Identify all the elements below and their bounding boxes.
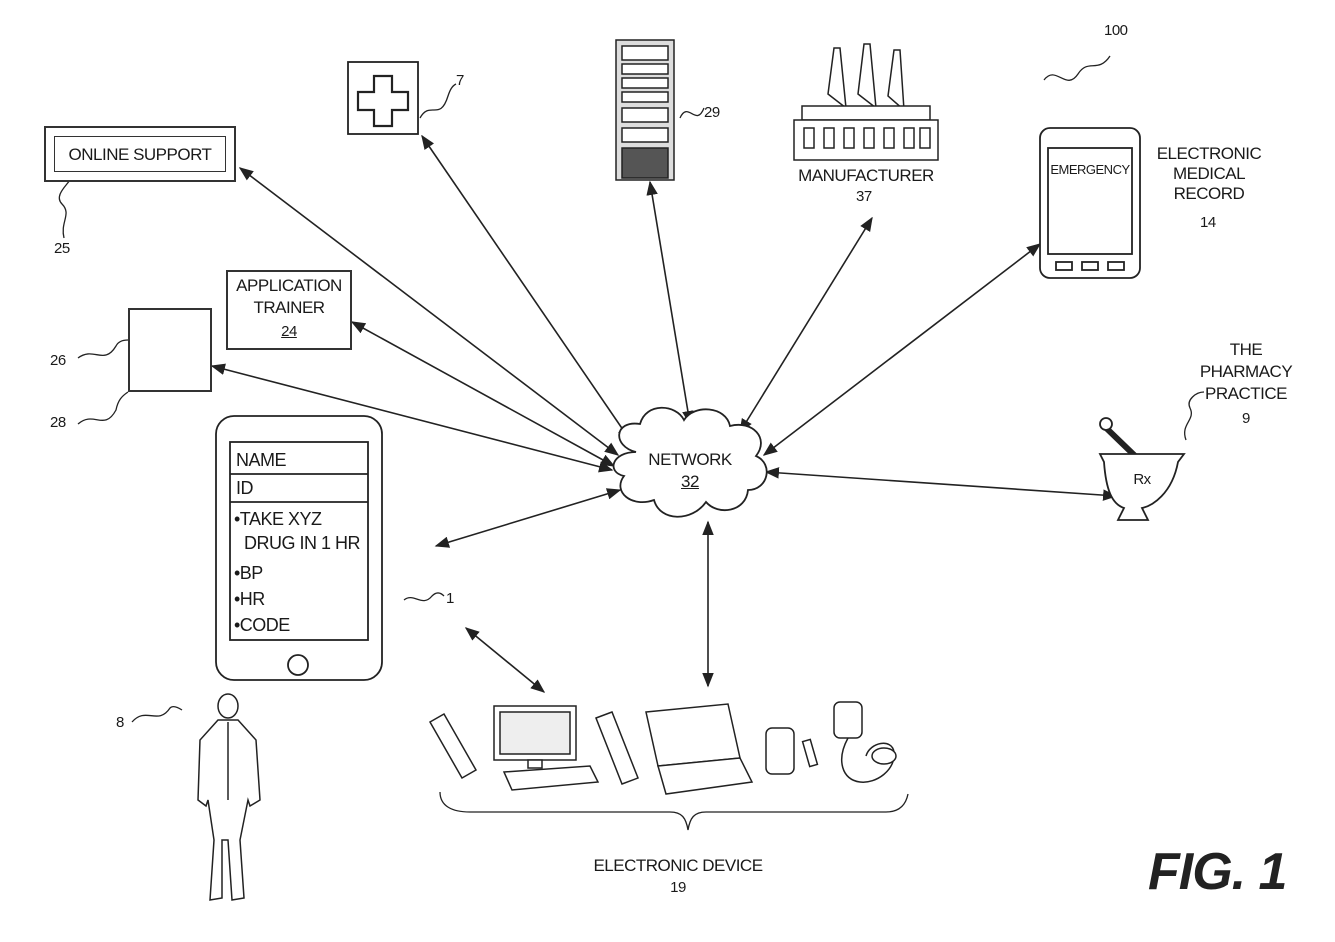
leader-7	[420, 84, 456, 118]
ref-26: 26	[50, 352, 66, 369]
ref-19: 19	[578, 878, 778, 897]
device-box-26-28	[128, 308, 212, 392]
pharmacy-line-1: THE	[1196, 340, 1296, 359]
ref-14: 14	[1200, 214, 1216, 231]
emr-screen-text: EMERGENCY	[1048, 160, 1132, 179]
leader-100	[1044, 56, 1110, 80]
electronic-device-label: ELECTRONIC DEVICE	[578, 856, 778, 875]
person-figure	[198, 694, 260, 900]
pen-device-icon	[803, 739, 818, 766]
handheld-device-icon	[766, 728, 794, 774]
phone-row-name: NAME	[236, 449, 286, 471]
phone-item-take: •TAKE XYZ	[234, 508, 322, 530]
pharmacy-line-2: PHARMACY	[1196, 362, 1296, 381]
online-support-inner: ONLINE SUPPORT	[54, 136, 226, 172]
leader-8	[132, 707, 182, 722]
arrow-hospital	[422, 136, 630, 440]
ref-25: 25	[54, 240, 70, 257]
arrow-phone	[436, 490, 620, 546]
server-tower-icon	[616, 40, 674, 180]
online-support-box: ONLINE SUPPORT	[44, 126, 236, 182]
pharmacy-line-3: PRACTICE	[1196, 384, 1296, 403]
laptop-icon	[646, 704, 740, 766]
emr-tablet-icon	[1040, 128, 1140, 278]
rx-label: Rx	[1124, 470, 1160, 489]
brace-devices	[440, 792, 908, 830]
arrow-phone-devices	[466, 628, 544, 692]
leader-28	[78, 392, 128, 424]
arrow-app-trainer	[352, 322, 614, 466]
flip-phone-icon	[430, 714, 476, 778]
phone-row-id: ID	[236, 477, 253, 499]
emr-label-line-3: RECORD	[1146, 184, 1272, 203]
arrow-manufacturer	[740, 218, 872, 432]
manufacturer-label: MANUFACTURER	[786, 166, 946, 185]
ref-28: 28	[50, 414, 66, 431]
app-trainer-line-1: APPLICATION	[228, 276, 350, 295]
figure-title: FIG. 1	[1148, 842, 1286, 902]
ref-24: 24	[228, 322, 350, 341]
arrow-pharmacy	[766, 472, 1116, 496]
keyboard-icon	[504, 766, 598, 790]
emr-label-line-1: ELECTRONIC	[1146, 144, 1272, 163]
leader-25	[59, 180, 70, 238]
ref-29: 29	[704, 104, 720, 121]
bp-monitor-icon	[834, 702, 862, 738]
leader-1	[404, 593, 444, 601]
phone-item-code: •CODE	[234, 614, 290, 636]
phone-item-hr: •HR	[234, 588, 265, 610]
ref-100: 100	[1104, 22, 1128, 39]
application-trainer-box: APPLICATION TRAINER 24	[226, 270, 352, 350]
app-trainer-line-2: TRAINER	[228, 298, 350, 317]
emr-label-line-2: MEDICAL	[1146, 164, 1272, 183]
arrow-server	[650, 182, 690, 424]
slim-phone-icon	[596, 712, 638, 784]
devices-group	[430, 702, 896, 794]
ref-32: 32	[636, 472, 744, 491]
ref-7: 7	[456, 72, 464, 89]
leader-26	[78, 340, 128, 358]
factory-icon	[794, 44, 938, 160]
network-label: NETWORK	[636, 450, 744, 469]
phone-item-bp: •BP	[234, 562, 263, 584]
hospital-cross-icon	[348, 62, 418, 134]
ref-1: 1	[446, 590, 454, 607]
ref-8: 8	[116, 714, 124, 731]
ref-37: 37	[856, 188, 872, 205]
phone-item-drug: DRUG IN 1 HR	[244, 532, 360, 554]
ref-9: 9	[1242, 410, 1250, 427]
arrow-emr	[764, 244, 1040, 455]
leader-29	[680, 108, 704, 118]
mortar-pestle-icon	[1100, 418, 1184, 520]
online-support-label: ONLINE SUPPORT	[55, 145, 225, 164]
